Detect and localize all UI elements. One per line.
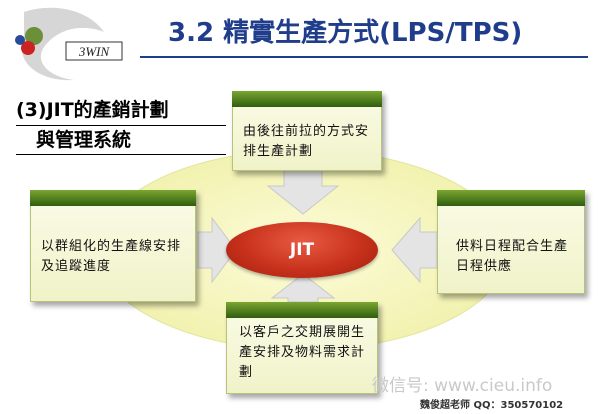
box-text: 供料日程配合生產日程供應 <box>456 239 569 275</box>
logo-text: 3WIN <box>78 44 111 59</box>
subtitle-line-2: 與管理系統 <box>16 128 226 156</box>
box-group-line: 以群組化的生產線安排及追蹤進度 <box>30 190 196 302</box>
company-logo: 3WIN <box>15 7 123 81</box>
wechat-watermark: 微信号: www.cieu.info <box>372 376 553 396</box>
jit-center-node: JIT <box>226 222 378 278</box>
box-delivery-planning: 以客戶之交期展開生產安排及物料需求計劃 <box>226 302 378 394</box>
arrow-up <box>270 273 336 303</box>
box-text: 以客戶之交期展開生產安排及物料需求計劃 <box>239 325 366 381</box>
box-header-bar <box>30 190 196 206</box>
box-text: 以群組化的生產線安排及追蹤進度 <box>41 239 182 275</box>
arrow-right <box>197 216 237 284</box>
footer-credit: 魏俊超老师 QQ：350570102 <box>420 400 564 411</box>
arrow-down <box>266 167 340 215</box>
section-subtitle: (3)JIT的產銷計劃 與管理系統 <box>16 98 226 157</box>
title-underline <box>140 56 588 58</box>
box-text: 由後往前拉的方式安排生產計劃 <box>243 124 370 160</box>
box-material-supply: 供料日程配合生產日程供應 <box>437 190 585 294</box>
box-pull-planning: 由後往前拉的方式安排生產計劃 <box>232 91 382 171</box>
box-header-bar <box>232 91 382 107</box>
box-header-bar <box>226 302 378 318</box>
page-title: 3.2 精實生產方式(LPS/TPS) <box>168 18 523 48</box>
box-header-bar <box>437 190 585 206</box>
arrow-left <box>391 216 438 284</box>
subtitle-line-1: (3)JIT的產銷計劃 <box>16 98 226 126</box>
